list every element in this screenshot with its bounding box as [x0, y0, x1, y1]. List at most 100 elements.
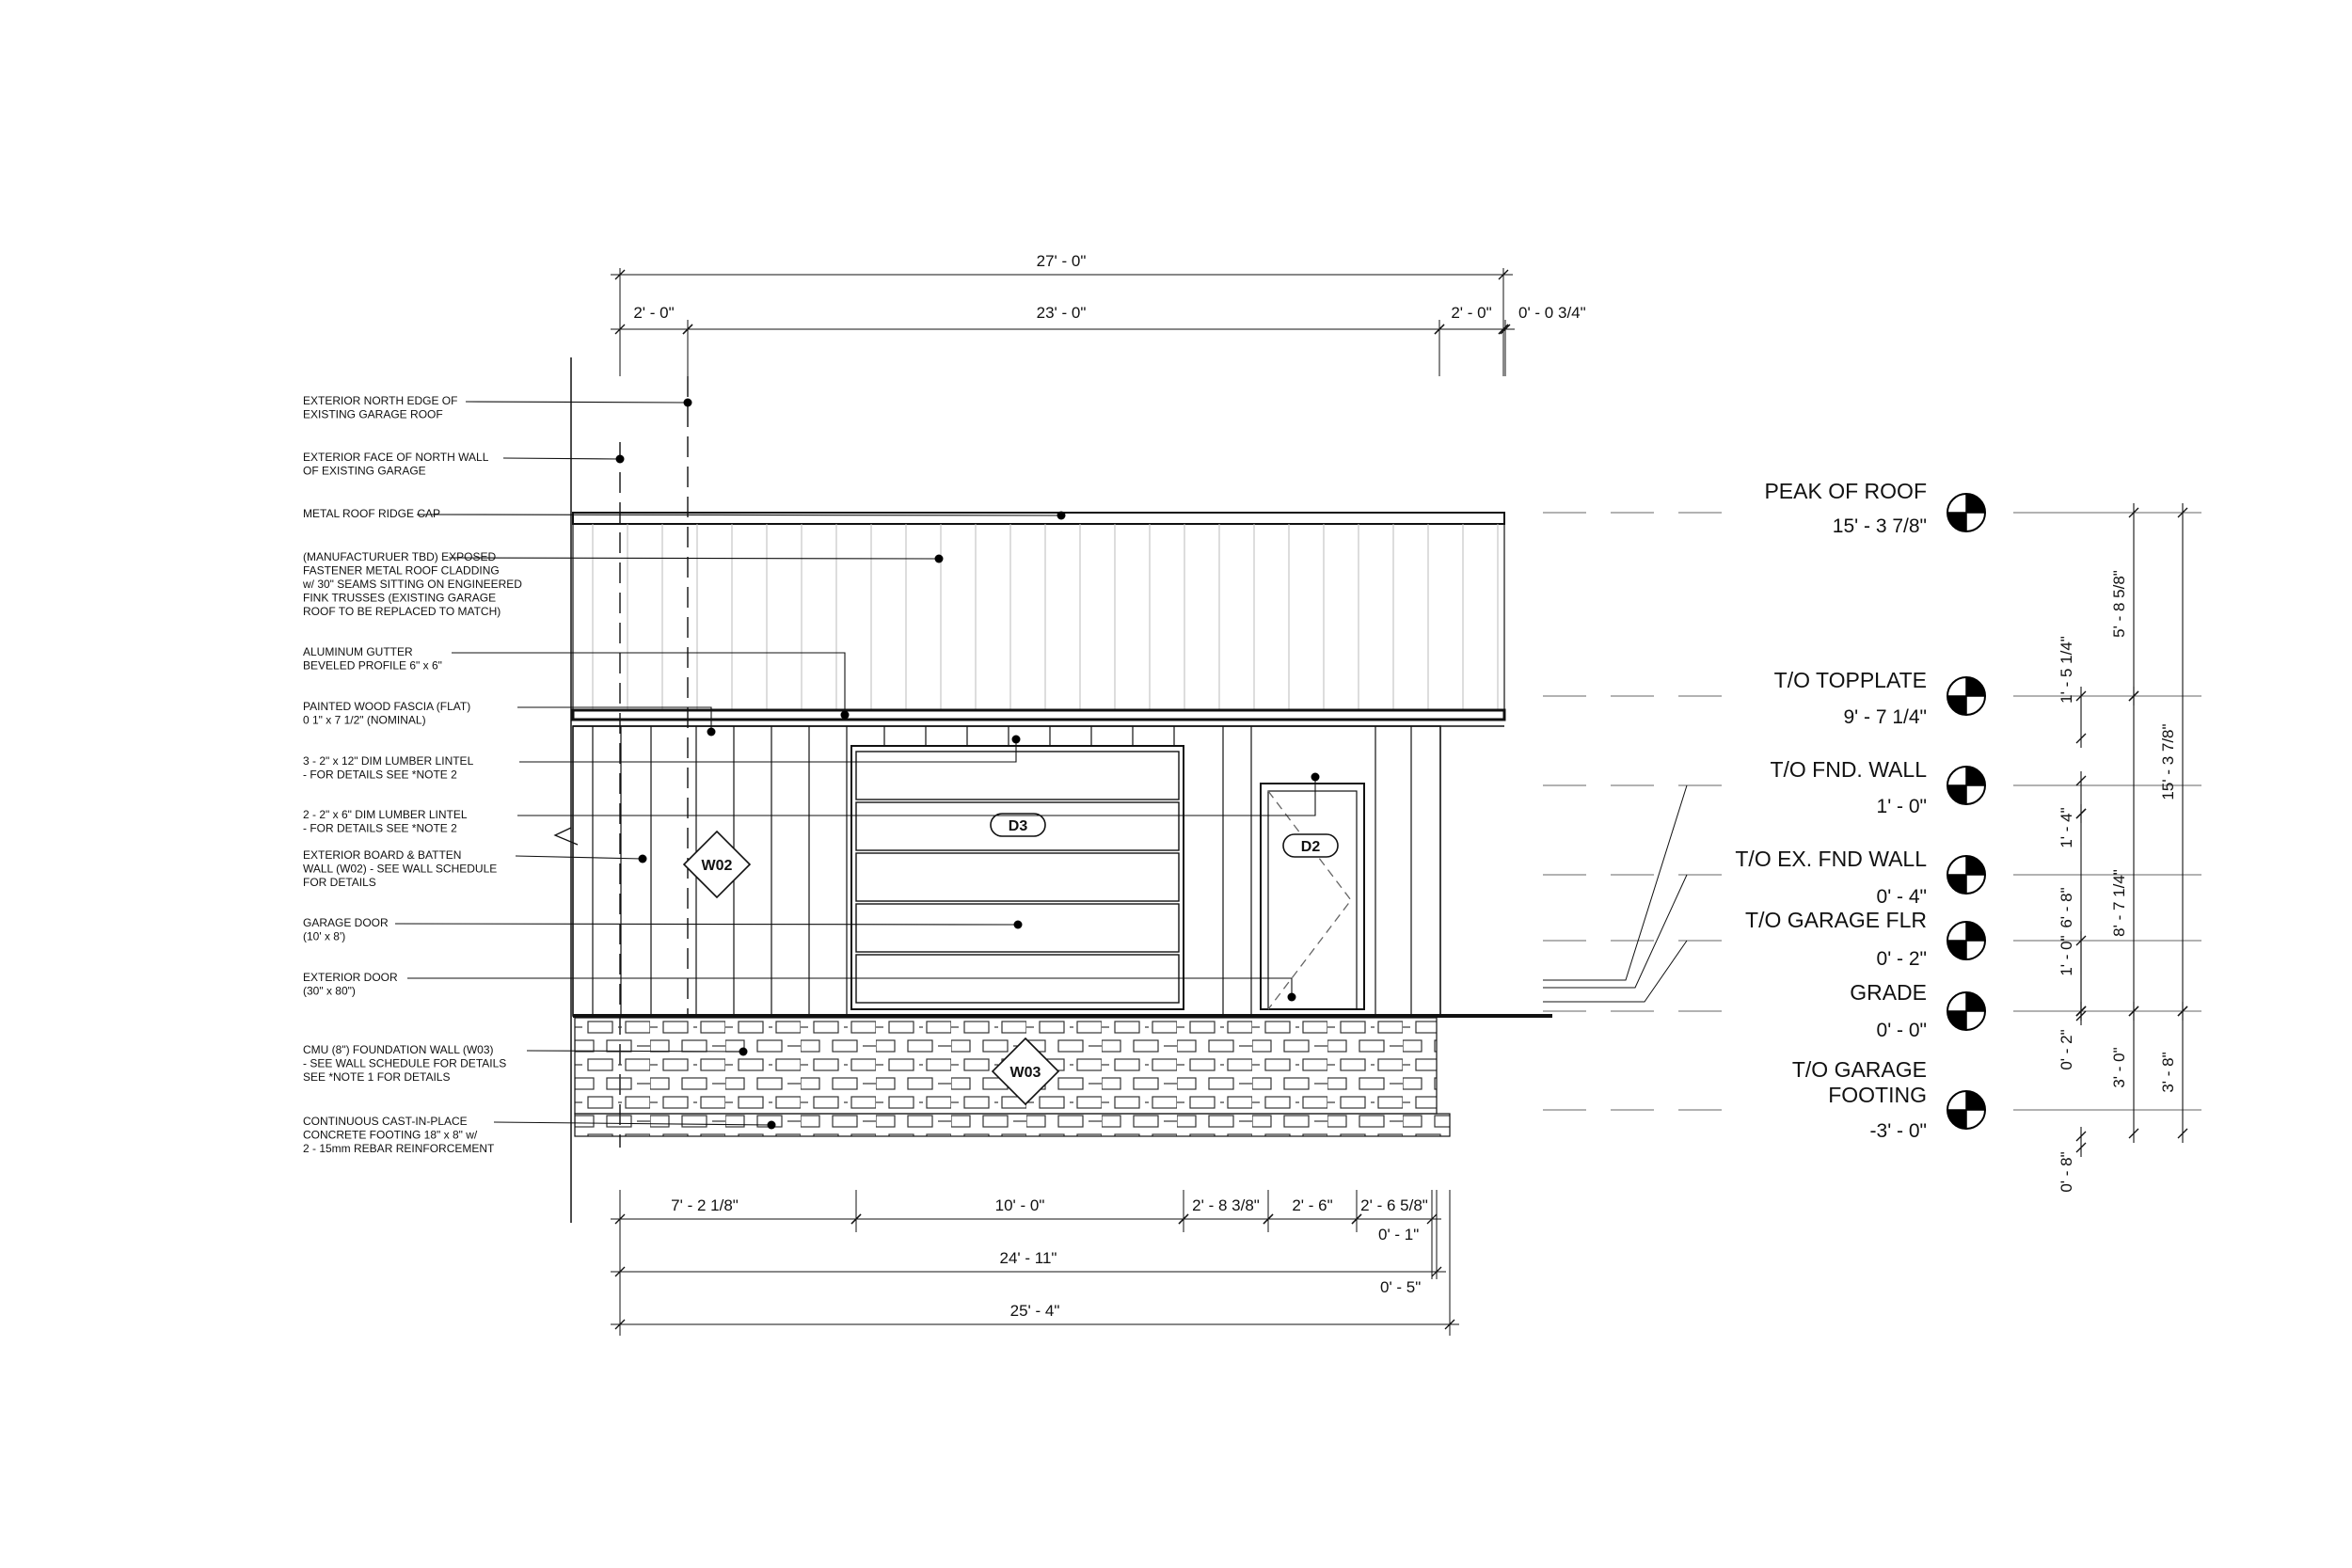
callout-note-text: FASTENER METAL ROOF CLADDING — [303, 564, 500, 578]
dimension: 27' - 0" — [611, 252, 1513, 280]
dimension-strings: 27' - 0"2' - 0"23' - 0"2' - 0"0' - 0 3/4… — [611, 252, 2188, 1336]
level-elevation: 9' - 7 1/4" — [1843, 706, 1927, 728]
level-elevation: -3' - 0" — [1870, 1120, 1927, 1142]
dimension: 5' - 8 5/8" — [2110, 503, 2139, 705]
level-datum-symbol — [1947, 855, 1986, 895]
dimension-text: 8' - 7 1/4" — [2110, 869, 2128, 937]
dimension: 0' - 2" — [2058, 1002, 2087, 1070]
garage-door-tag-text: D3 — [1009, 818, 1028, 834]
leader-line — [502, 457, 621, 460]
leader-dot — [1311, 772, 1320, 782]
dimension-text: 3' - 8" — [2159, 1052, 2177, 1092]
callout-note-text: SEE *NOTE 1 FOR DETAILS — [303, 1070, 450, 1084]
level-name: GRADE — [1850, 980, 1927, 1005]
callout-note: 2 - 2" x 6" DIM LUMBER LINTEL- FOR DETAI… — [303, 772, 1320, 835]
dimension: 0' - 8" — [2058, 1127, 2087, 1193]
callout-note-text: w/ 30" SEAMS SITTING ON ENGINEERED — [302, 578, 522, 591]
dimension-text: 7' - 2 1/8" — [671, 1196, 739, 1214]
leader-line — [407, 977, 1293, 997]
dimension-text: 2' - 0" — [1451, 304, 1491, 322]
wall-tag-w03-text: W03 — [1010, 1065, 1041, 1081]
callout-note-text: - FOR DETAILS SEE *NOTE 2 — [303, 822, 457, 835]
tags: D3 D2 W02 W03 — [682, 813, 1339, 1106]
leader-dot — [683, 398, 692, 407]
dimension: 15' - 3 7/8" — [2159, 503, 2188, 1021]
callout-note-text: EXTERIOR FACE OF NORTH WALL — [303, 451, 489, 464]
dimension-text: 1' - 5 1/4" — [2058, 636, 2075, 704]
dimension: 10' - 0" — [847, 1196, 1193, 1225]
level-elevation: 0' - 4" — [1877, 886, 1927, 908]
callout-note-text: CONTINUOUS CAST-IN-PLACE — [303, 1115, 468, 1128]
leader-dot — [1287, 992, 1296, 1002]
callout-note: GARAGE DOOR(10' x 8') — [303, 916, 1023, 943]
level-leader-line — [1543, 784, 1688, 981]
callout-note-text: - FOR DETAILS SEE *NOTE 2 — [303, 768, 457, 782]
level-datum-symbol — [1947, 991, 1986, 1031]
exterior-door-tag-text: D2 — [1301, 839, 1321, 855]
break-line-symbol — [553, 827, 579, 846]
level-datum-symbol — [1947, 1090, 1986, 1130]
callout-note-text: EXTERIOR DOOR — [303, 971, 398, 984]
leader-line — [493, 1121, 772, 1126]
level-datum-symbol — [1947, 493, 1986, 532]
dimension-text: 0' - 5" — [1380, 1278, 1421, 1296]
level-name: T/O GARAGE FLR — [1745, 908, 1927, 932]
level-datum-symbol — [1947, 676, 1986, 716]
level-leader-line — [1543, 940, 1688, 1003]
dimension-text: 2' - 6 5/8" — [1360, 1196, 1428, 1214]
dimension-text: 0' - 8" — [2058, 1151, 2075, 1192]
dimension-text: 27' - 0" — [1037, 252, 1087, 270]
dimension-text: 25' - 4" — [1010, 1302, 1060, 1320]
callout-note-text: (MANUFACTURUER TBD) EXPOSED — [303, 550, 496, 563]
callout-note: METAL ROOF RIDGE CAP — [303, 507, 1066, 520]
fascia — [571, 708, 1506, 721]
concrete-footing — [574, 1113, 1451, 1137]
dimension: 2' - 6" — [1259, 1196, 1366, 1225]
callout-note-text: ALUMINUM GUTTER — [303, 645, 413, 658]
leader-line — [517, 706, 712, 732]
dimension: 1' - 5 1/4" — [2058, 636, 2087, 748]
exterior-door-tag: D2 — [1282, 833, 1339, 858]
leader-line — [515, 855, 644, 860]
callout-note-text: 0 1" x 7 1/2" (NOMINAL) — [303, 714, 426, 727]
roof-cladding — [571, 512, 1506, 727]
dimension-text: 3' - 0" — [2110, 1047, 2128, 1087]
callout-note-text: OF EXISTING GARAGE — [303, 465, 426, 478]
dimension: 24' - 11"0' - 1" — [611, 1226, 1446, 1277]
garage-door — [850, 745, 1184, 1010]
dimension: 2' - 8 3/8" — [1174, 1196, 1278, 1225]
wall-tag-w03: W03 — [991, 1037, 1060, 1106]
callout-note-text: METAL ROOF RIDGE CAP — [303, 507, 440, 520]
garage-door-tag: D3 — [990, 813, 1046, 837]
leader-dot — [707, 727, 716, 736]
callout-note-text: 2 - 15mm REBAR REINFORCEMENT — [303, 1142, 495, 1155]
dimension: 2' - 6 5/8" — [1347, 1196, 1441, 1225]
leader-dot — [1057, 511, 1066, 520]
leader-dot — [615, 454, 625, 464]
leader-dot — [638, 854, 647, 863]
leader-dot — [1013, 920, 1023, 929]
wall-tag-w02-text: W02 — [702, 858, 733, 874]
level-datum-symbol — [1947, 921, 1986, 960]
callout-note-text: CONCRETE FOOTING 18" x 8" w/ — [303, 1129, 478, 1142]
callout-note-text: 2 - 2" x 6" DIM LUMBER LINTEL — [303, 808, 468, 821]
dimension-text: 15' - 3 7/8" — [2159, 723, 2177, 800]
leader-dot — [840, 710, 850, 720]
leader-dot — [934, 554, 944, 563]
dimension: 3' - 0" — [2110, 1002, 2139, 1143]
level-elevation: 1' - 0" — [1877, 796, 1927, 817]
leader-dot — [739, 1047, 748, 1056]
